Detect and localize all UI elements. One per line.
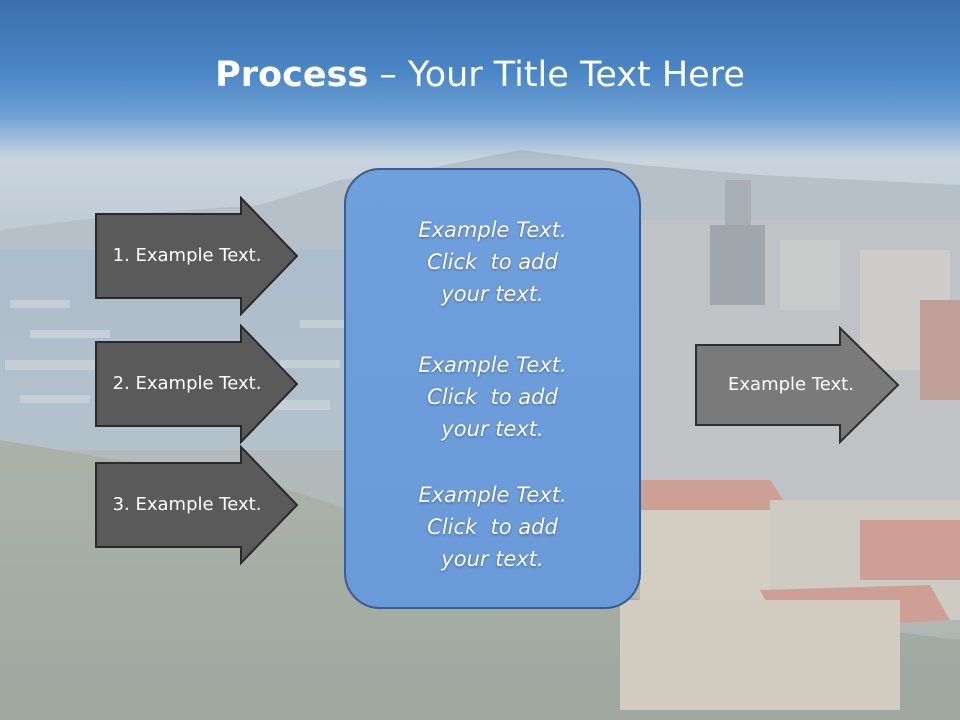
center-paragraph-2: Example Text. Click to add your text.: [346, 349, 639, 445]
center-paragraph-line: Example Text.: [418, 483, 567, 507]
step-arrow-1[interactable]: [95, 195, 299, 317]
center-paragraph-line: Click to add: [427, 385, 558, 409]
step-arrow-2[interactable]: [95, 323, 299, 445]
output-arrow[interactable]: [695, 325, 900, 445]
center-paragraph-line: Click to add: [427, 250, 558, 274]
step-label-3: 3. Example Text.: [112, 494, 262, 515]
step-arrow-3[interactable]: [95, 444, 299, 566]
step-label-1: 1. Example Text.: [112, 245, 262, 266]
title-bold-part: Process: [215, 55, 369, 95]
center-paragraph-line: your text.: [441, 282, 544, 306]
center-paragraph-line: your text.: [441, 547, 544, 571]
center-paragraph-line: your text.: [441, 417, 544, 441]
center-paragraph-line: Example Text.: [418, 353, 567, 377]
center-paragraph-line: Example Text.: [418, 218, 567, 242]
title-rest-part: – Your Title Text Here: [368, 55, 745, 95]
title-band: [0, 0, 960, 160]
center-text-box[interactable]: Example Text. Click to add your text. Ex…: [344, 168, 641, 609]
output-label: Example Text.: [728, 374, 854, 395]
harbor-boats: [5, 300, 350, 410]
slide-title: Process – Your Title Text Here: [0, 52, 960, 98]
center-paragraph-line: Click to add: [427, 515, 558, 539]
center-paragraph-1: Example Text. Click to add your text.: [346, 214, 639, 310]
center-paragraph-3: Example Text. Click to add your text.: [346, 479, 639, 575]
step-label-2: 2. Example Text.: [112, 373, 262, 394]
